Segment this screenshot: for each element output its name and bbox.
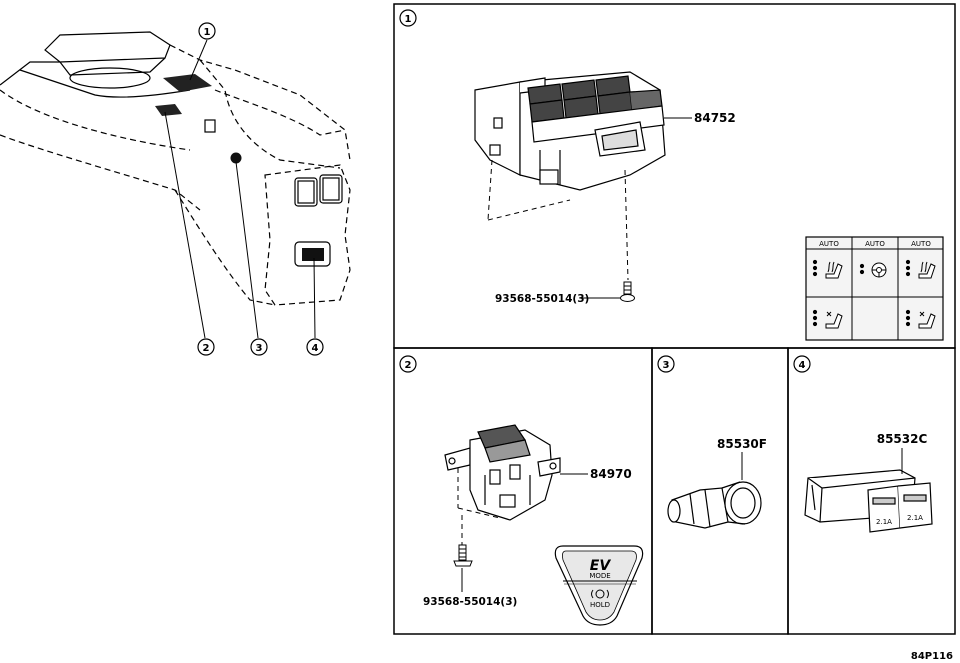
seat-heater-switch-drawing xyxy=(474,71,666,191)
panel-4: 4 2.1A 2.1A 85532C xyxy=(793,355,933,533)
leader-lines xyxy=(164,39,316,339)
power-outlet-marker xyxy=(230,152,242,164)
usb-port-drawing xyxy=(804,469,933,533)
svg-text:4: 4 xyxy=(312,343,319,354)
power-outlet-drawing xyxy=(667,481,762,529)
auto-label-center: AUTO xyxy=(865,240,885,248)
part-number-84752: 84752 xyxy=(694,111,736,125)
seat-ventilation-icon-right xyxy=(905,309,936,329)
auto-label-left: AUTO xyxy=(819,240,839,248)
hold-icon xyxy=(591,589,609,599)
steering-heater-icon xyxy=(859,262,887,278)
usb-label-left: 2.1A xyxy=(876,518,892,526)
seat-ventilation-icon-left xyxy=(812,309,843,329)
callout-2: 2 xyxy=(197,338,215,356)
panel-3-badge xyxy=(657,355,675,373)
panel-1: 1 xyxy=(399,9,944,341)
screw-icon xyxy=(620,281,635,302)
panel-2-number: 2 xyxy=(405,360,412,371)
callout-4: 4 xyxy=(306,338,324,356)
auto-label-right: AUTO xyxy=(911,240,931,248)
panel-3-number: 3 xyxy=(663,360,670,371)
callout-1: 1 xyxy=(198,22,216,40)
part-number-screw-2: 93568-55014(3) xyxy=(423,596,517,608)
svg-text:2: 2 xyxy=(203,343,210,354)
seat-heater-switch-marker xyxy=(163,74,212,92)
seat-heater-icon xyxy=(812,259,843,279)
panel-frames xyxy=(393,3,956,635)
ev-hold-detail: EV MODE HOLD xyxy=(554,545,644,626)
ev-mode-switch-drawing xyxy=(444,424,561,521)
usb-port-marker xyxy=(302,248,324,261)
console-overview xyxy=(0,31,351,306)
hold-label: HOLD xyxy=(590,601,610,609)
panel-3: 3 85530F xyxy=(657,355,767,529)
screw-guides-2 xyxy=(457,468,501,545)
switch-face-detail: AUTO AUTO AUTO xyxy=(805,236,944,341)
panel-1-badge xyxy=(399,9,417,27)
part-number-85532c: 85532C xyxy=(877,432,928,446)
part-number-84970: 84970 xyxy=(590,467,632,481)
mode-label: MODE xyxy=(589,572,610,580)
screw-icon-2 xyxy=(453,544,473,567)
panel-2: 2 84970 935 xyxy=(399,355,644,626)
svg-text:1: 1 xyxy=(204,27,211,38)
figure-reference: 84P116 xyxy=(911,651,953,662)
callout-3: 3 xyxy=(250,338,268,356)
part-number-screw-1: 93568-55014(3) xyxy=(495,293,589,305)
part-number-85530f: 85530F xyxy=(717,437,767,451)
svg-text:3: 3 xyxy=(256,343,263,354)
usb-label-right: 2.1A xyxy=(907,514,923,522)
panel-2-badge xyxy=(399,355,417,373)
screw-guides xyxy=(487,159,629,281)
ev-label: EV xyxy=(590,558,612,574)
panel-4-number: 4 xyxy=(799,360,806,371)
seat-heater-icon-right xyxy=(905,259,936,279)
panel-4-badge xyxy=(793,355,811,373)
ev-switch-marker xyxy=(155,104,182,116)
console-part-markers xyxy=(155,74,324,261)
panel-1-number: 1 xyxy=(405,14,412,25)
